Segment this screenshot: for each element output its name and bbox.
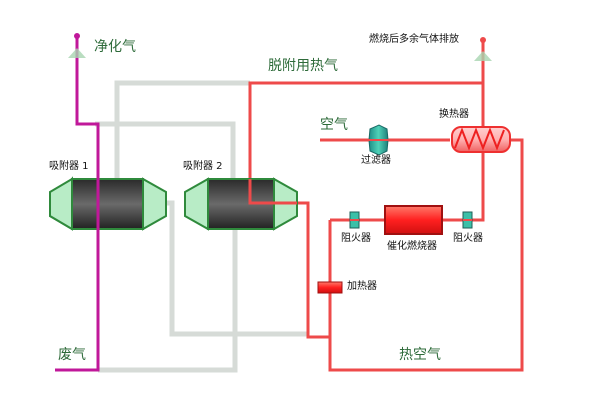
filter-label: 过滤器: [361, 155, 391, 166]
clean-gas-outlet-dot: [74, 33, 80, 39]
gray-pipe-top-outer: [114, 80, 250, 200]
catalytic-burner-icon[interactable]: [384, 205, 443, 235]
flame-arrester-right-label: 阻火器: [453, 233, 483, 244]
hot-air-label: 热空气: [399, 347, 441, 363]
heater-icon[interactable]: [317, 281, 343, 294]
waste-gas-pipe: [55, 36, 100, 372]
hot-air-loop: [328, 138, 524, 372]
desorption-hot-air-label: 脱附用热气: [268, 58, 338, 74]
clean-gas-label: 净化气: [94, 39, 136, 55]
flame-arrester-left-icon[interactable]: [349, 211, 360, 229]
adsorber-2[interactable]: [184, 177, 298, 231]
flame-arrester-right-icon[interactable]: [462, 211, 473, 229]
exhaust-label: 燃烧后多余气体排放: [369, 34, 459, 45]
waste-gas-label: 废气: [58, 347, 86, 363]
hot-air-into-adsorber-2: [248, 179, 297, 205]
heat-exchanger-label: 换热器: [439, 109, 469, 120]
catalytic-burner-label: 催化燃烧器: [387, 241, 437, 252]
clean-gas-vent-icon: [68, 48, 86, 58]
adsorber-1-label: 吸附器 1: [49, 161, 89, 172]
exhaust-vent-icon: [474, 51, 492, 61]
filter-icon[interactable]: [365, 124, 392, 156]
heat-exchanger-icon[interactable]: [451, 126, 511, 153]
exhaust-outlet-dot: [480, 37, 486, 43]
gray-pipe-top-inner: [95, 121, 236, 200]
adsorber-2-label: 吸附器 2: [183, 161, 223, 172]
gray-pipe-bottom: [98, 200, 238, 373]
adsorber-1[interactable]: [49, 176, 167, 231]
flame-arrester-left-label: 阻火器: [341, 233, 371, 244]
heater-label: 加热器: [347, 281, 377, 292]
air-label: 空气: [320, 117, 348, 133]
